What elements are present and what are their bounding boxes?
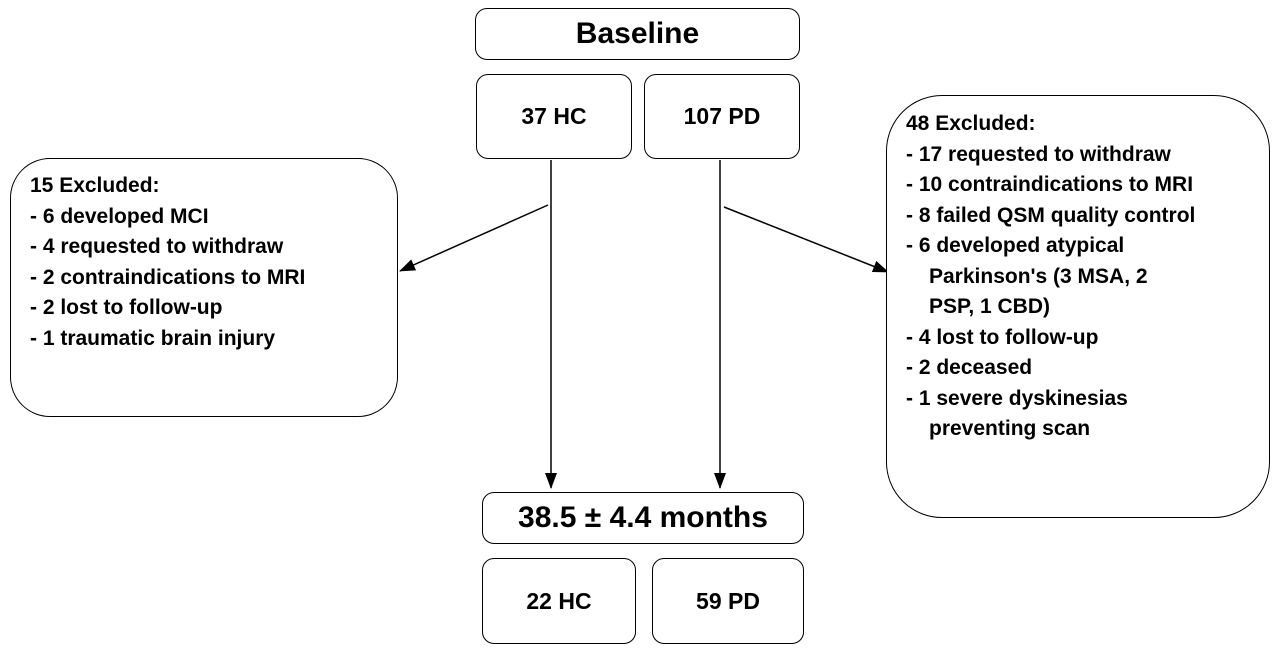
pd-excluded-item: - 8 failed QSM quality control xyxy=(906,203,1196,227)
pd-excluded-arrow xyxy=(723,206,889,273)
baseline-pd-label: 107 PD xyxy=(683,103,761,129)
pd-excluded-item: - 10 contraindications to MRI xyxy=(906,173,1194,196)
baseline-hc-label: 37 HC xyxy=(521,103,587,129)
baseline-title: Baseline xyxy=(575,17,700,50)
hc-excluded-item: - 4 requested to withdraw xyxy=(30,235,284,258)
hc-excluded-item: - 6 developed MCI xyxy=(30,204,209,228)
followup-title: 38.5 ± 4.4 months xyxy=(518,501,768,534)
baseline-title-box: Baseline xyxy=(475,8,800,60)
baseline-hc-box: 37 HC xyxy=(476,74,632,159)
followup-hc-label: 22 HC xyxy=(526,587,592,614)
hc-excluded-box: 15 Excluded: - 6 developed MCI - 4 reque… xyxy=(10,158,398,417)
followup-pd-box: 59 PD xyxy=(652,558,804,644)
hc-excluded-item: - 2 lost to follow-up xyxy=(30,296,223,319)
hc-excluded-item: - 2 contraindications to MRI xyxy=(30,265,306,289)
pd-excluded-item-continued: Parkinson's (3 MSA, 2 xyxy=(929,264,1148,288)
followup-hc-box: 22 HC xyxy=(482,558,636,644)
pd-excluded-item: - 1 severe dyskinesias xyxy=(906,386,1128,410)
hc-excluded-item: - 1 traumatic brain injury xyxy=(30,326,276,350)
pd-excluded-item: - 2 deceased xyxy=(906,356,1033,379)
pd-excluded-item-continued: PSP, 1 CBD) xyxy=(929,295,1050,318)
hc-excluded-arrow xyxy=(399,204,549,272)
pd-excluded-item: - 17 requested to withdraw xyxy=(906,142,1171,166)
followup-pd-label: 59 PD xyxy=(696,587,760,614)
pd-excluded-box: 48 Excluded: - 17 requested to withdraw … xyxy=(886,95,1270,518)
baseline-pd-box: 107 PD xyxy=(644,74,800,159)
followup-title-box: 38.5 ± 4.4 months xyxy=(482,492,804,544)
pd-excluded-header: 48 Excluded: xyxy=(906,112,1036,135)
pd-excluded-item-continued: preventing scan xyxy=(929,417,1091,440)
pd-excluded-item: - 6 developed atypical xyxy=(906,234,1125,257)
pd-excluded-item: - 4 lost to follow-up xyxy=(906,325,1099,349)
hc-excluded-header: 15 Excluded: xyxy=(30,174,160,197)
